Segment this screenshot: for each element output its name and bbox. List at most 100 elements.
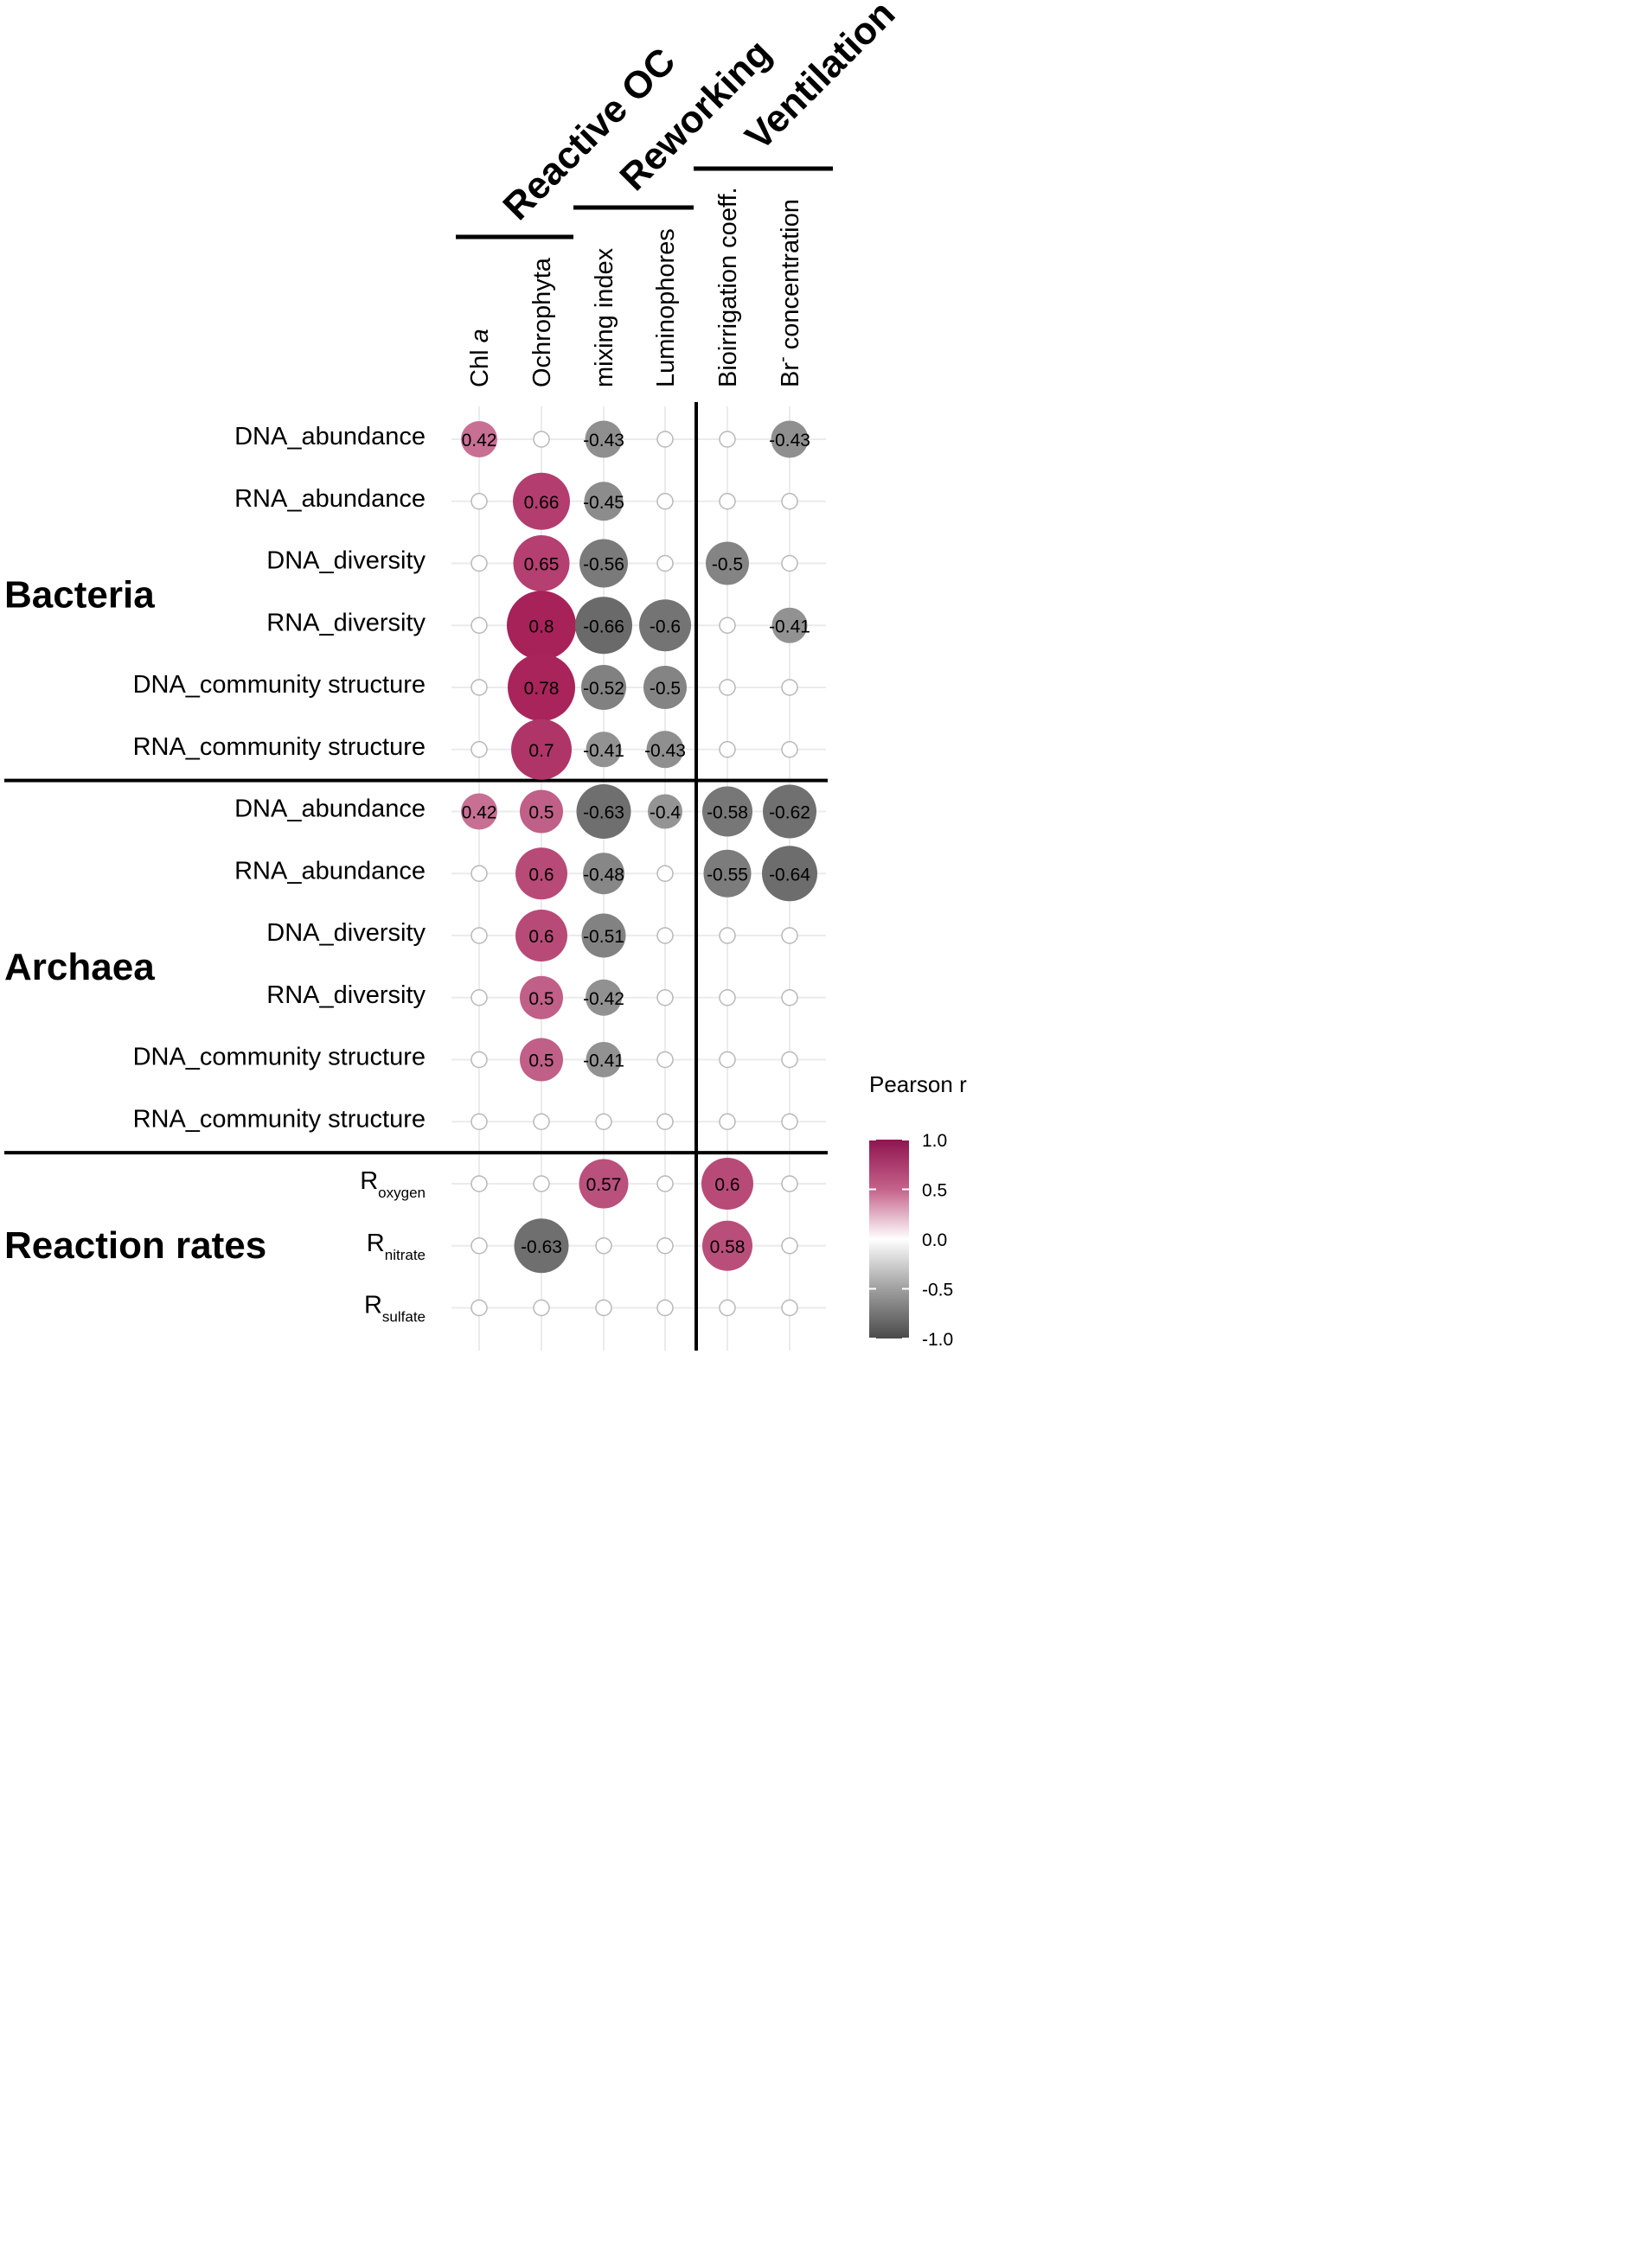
empty-marker — [656, 1175, 674, 1192]
empty-marker — [656, 1051, 674, 1069]
empty-marker — [656, 1237, 674, 1255]
empty-marker — [781, 1113, 798, 1130]
correlation-bubble — [706, 541, 749, 585]
correlation-bubble — [461, 793, 497, 830]
color-legend: Pearson r1.00.50.0-0.5-1.0 — [869, 1071, 967, 1350]
correlation-bubble — [701, 1158, 753, 1210]
correlation-bubble — [643, 666, 687, 709]
row-labels: DNA_abundanceRNA_abundanceDNA_diversityR… — [133, 423, 426, 1326]
correlation-value-label: 0.57 — [586, 1175, 622, 1195]
correlation-value-label: -0.6 — [650, 617, 681, 636]
correlation-value-label: -0.41 — [583, 1051, 624, 1071]
empty-marker — [781, 927, 798, 944]
empty-marker — [470, 1299, 488, 1317]
correlation-bubble — [520, 789, 563, 834]
column-label: Ochrophyta — [528, 257, 556, 387]
empty-marker — [533, 431, 550, 448]
empty-marker — [470, 679, 488, 696]
empty-marker — [719, 617, 736, 634]
empty-marker — [470, 865, 488, 882]
empty-marker — [656, 554, 674, 572]
empty-marker — [719, 679, 736, 696]
empty-marker — [719, 1113, 736, 1130]
correlation-value-label: 0.7 — [528, 741, 554, 761]
correlation-value-label: -0.41 — [583, 741, 624, 761]
correlation-value-label: -0.52 — [583, 679, 624, 699]
empty-marker — [595, 1237, 612, 1255]
row-label: DNA_diversity — [266, 547, 426, 575]
empty-marker — [656, 989, 674, 1006]
column-label: Chl a — [466, 329, 494, 387]
correlation-bubble — [507, 591, 576, 661]
correlation-value-label: 0.65 — [524, 555, 560, 575]
correlation-marks: 0.42-0.43-0.430.66-0.450.65-0.56-0.50.8-… — [461, 420, 817, 1317]
correlation-value-label: 0.6 — [528, 927, 554, 947]
empty-marker — [656, 431, 674, 448]
correlation-bubble — [646, 731, 684, 769]
empty-marker — [781, 679, 798, 696]
correlation-value-label: -0.64 — [769, 865, 810, 885]
correlation-bubble — [763, 784, 816, 839]
empty-marker — [470, 1051, 488, 1069]
empty-marker — [470, 927, 488, 944]
correlation-bubble — [511, 719, 572, 780]
correlation-value-label: -0.55 — [707, 865, 748, 885]
empty-marker — [781, 741, 798, 758]
legend-tick-label: -1.0 — [922, 1330, 953, 1350]
correlation-value-label: 0.42 — [462, 431, 497, 450]
row-label: Rsulfate — [364, 1292, 426, 1326]
empty-marker — [719, 493, 736, 510]
correlation-bubble — [648, 794, 682, 829]
row-label: RNA_community structure — [133, 1105, 426, 1133]
column-label: Bioirrigation coeff. — [714, 187, 742, 387]
correlation-value-label: -0.63 — [583, 803, 624, 823]
separator-lines — [4, 402, 828, 1351]
correlation-bubble — [703, 849, 752, 898]
correlation-bubble — [581, 913, 626, 958]
correlation-bubble — [639, 599, 691, 652]
correlation-value-label: -0.5 — [650, 679, 681, 699]
chart-canvas: 0.42-0.43-0.430.66-0.450.65-0.56-0.50.8-… — [4, 0, 967, 1351]
legend-tick-label: 0.0 — [922, 1230, 947, 1250]
correlation-bubble — [584, 482, 624, 521]
empty-marker — [470, 741, 488, 758]
row-label: DNA_abundance — [234, 795, 426, 823]
empty-marker — [781, 989, 798, 1006]
correlation-bubble — [461, 421, 497, 457]
row-label: Roxygen — [360, 1167, 426, 1201]
correlation-value-label: -0.62 — [769, 803, 810, 823]
empty-marker — [719, 741, 736, 758]
empty-marker — [719, 1299, 736, 1317]
empty-marker — [470, 989, 488, 1006]
correlation-bubble — [514, 1218, 569, 1274]
correlation-value-label: -0.51 — [583, 927, 624, 947]
empty-marker — [656, 1299, 674, 1317]
correlation-bubble — [586, 732, 622, 768]
row-label: DNA_community structure — [133, 671, 426, 699]
correlation-bubble — [579, 1159, 629, 1209]
correlation-bubble — [586, 979, 622, 1016]
correlation-bubble — [771, 420, 809, 458]
correlation-value-label: -0.4 — [650, 803, 682, 823]
correlation-bubble — [583, 853, 624, 895]
correlation-value-label: 0.78 — [524, 679, 560, 699]
column-label: Br- concentration — [773, 199, 804, 387]
empty-marker — [470, 554, 488, 572]
row-label: RNA_abundance — [234, 485, 426, 513]
empty-marker — [656, 1113, 674, 1130]
correlation-value-label: -0.48 — [583, 865, 624, 885]
empty-marker — [781, 1175, 798, 1192]
correlation-bubble — [579, 539, 628, 588]
correlation-value-label: -0.42 — [583, 989, 624, 1009]
correlation-bubble — [702, 786, 752, 837]
empty-marker — [470, 1113, 488, 1130]
legend-tick-label: 1.0 — [922, 1131, 947, 1151]
correlation-bubble — [515, 847, 567, 900]
row-label: RNA_abundance — [234, 857, 426, 885]
empty-marker — [656, 493, 674, 510]
correlation-bubble — [585, 420, 623, 458]
correlation-bubble — [581, 665, 626, 710]
empty-marker — [470, 493, 488, 510]
